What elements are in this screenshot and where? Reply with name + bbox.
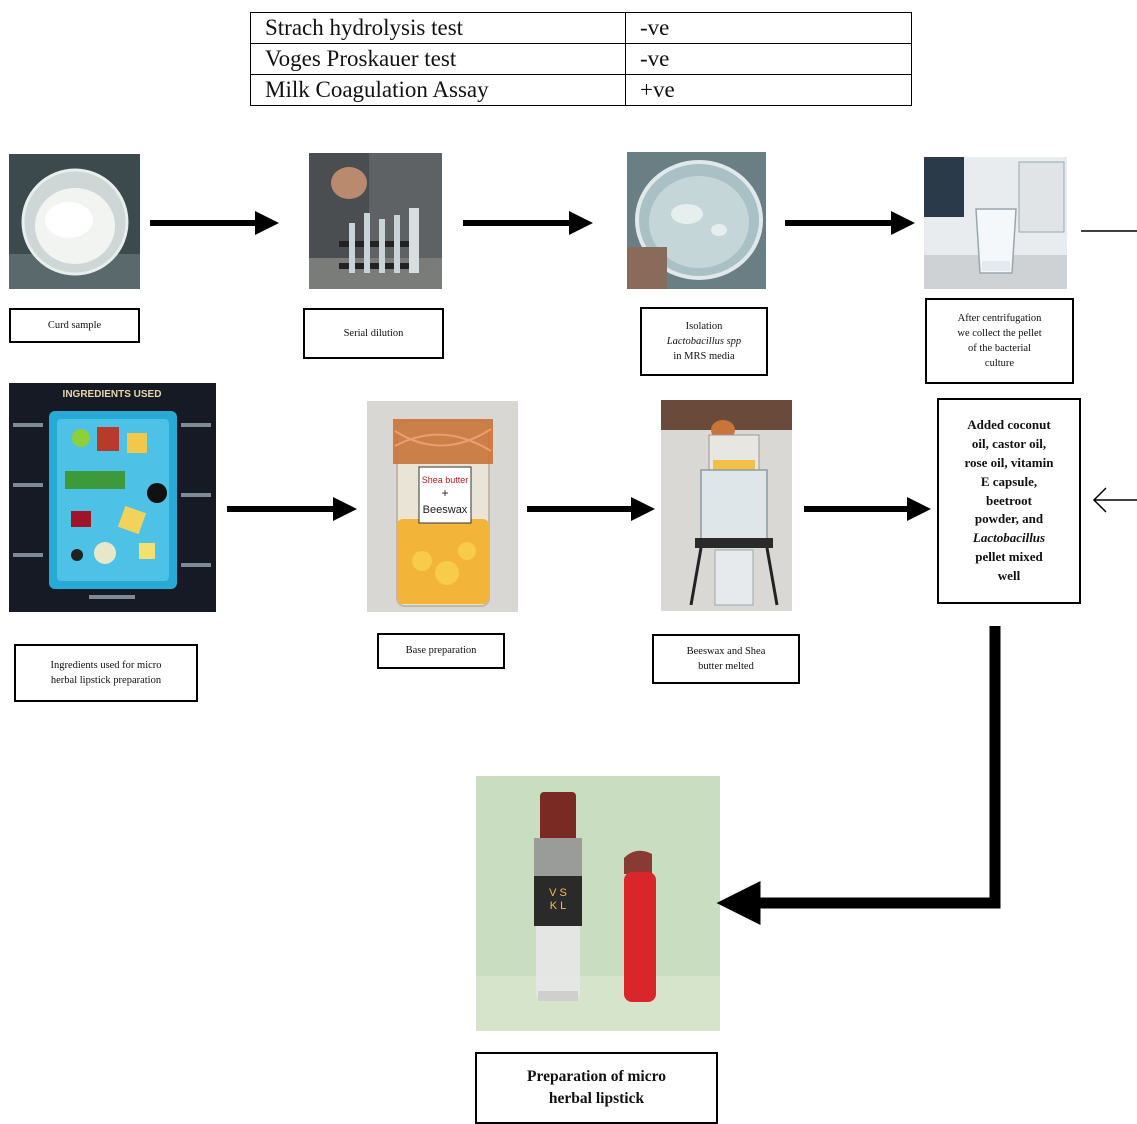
curd-sample-photo [9, 154, 140, 289]
jar-label-top: Shea butter [422, 475, 469, 485]
curd-sample-text: Curd sample [47, 319, 102, 331]
table-row: Milk Coagulation Assay +ve [250, 74, 912, 106]
test-name: Strach hydrolysis test [250, 12, 626, 44]
final-lipstick-text: Preparation of micro herbal lipstick [527, 1067, 666, 1107]
serial-dilution-photo [309, 153, 442, 289]
isolation-plate-photo [627, 152, 766, 289]
svg-text:+: + [441, 486, 448, 500]
added-oils-text: Added coconut oil, castor oil, rose oil,… [964, 417, 1054, 527]
ingredients-label: Ingredients used for micro herbal lipsti… [14, 644, 198, 702]
centrifugation-photo [924, 157, 1067, 289]
added-oils-organism: Lactobacillus [972, 530, 1046, 546]
arrow-mixing-to-final [716, 626, 1001, 925]
test-name: Voges Proskauer test [250, 43, 626, 75]
ingredients-text: Ingredients used for micro herbal lipsti… [50, 659, 162, 686]
test-result: -ve [625, 12, 912, 44]
isolation-line3: in MRS media [673, 351, 735, 363]
melting-photo [661, 400, 792, 611]
centrifugation-label: After centrifugation we collect the pell… [925, 298, 1074, 384]
centrifugation-text: After centrifugation we collect the pell… [957, 312, 1042, 370]
arrow-return-to-mixing [1092, 487, 1137, 513]
added-oils-tail: pellet mixed well [975, 549, 1043, 583]
isolation-line1: Isolation [685, 320, 723, 332]
isolation-label: Isolation Lactobacillus spp in MRS media [640, 307, 768, 376]
beeswax-melted-text: Beeswax and Shea butter melted [686, 645, 766, 672]
isolation-organism: Lactobacillus spp [666, 335, 742, 347]
base-preparation-photo: Shea butter + Beeswax [367, 401, 518, 612]
jar-label-bottom: Beeswax [423, 504, 468, 516]
test-name: Milk Coagulation Assay [250, 74, 626, 106]
serial-dilution-text: Serial dilution [343, 327, 404, 339]
test-result: +ve [625, 74, 912, 106]
added-oils-label: Added coconut oil, castor oil, rose oil,… [937, 398, 1081, 604]
base-preparation-text: Base preparation [405, 645, 477, 657]
table-row: Strach hydrolysis test -ve [250, 12, 912, 44]
poster-heading: INGREDIENTS USED [63, 389, 162, 400]
serial-dilution-label: Serial dilution [303, 308, 444, 359]
final-lipstick-label: Preparation of micro herbal lipstick [475, 1052, 718, 1124]
curd-sample-label: Curd sample [9, 308, 140, 343]
base-preparation-label: Base preparation [377, 633, 505, 669]
ingredients-photo: INGREDIENTS USED [9, 383, 216, 612]
beeswax-melted-label: Beeswax and Shea butter melted [652, 634, 800, 684]
results-table: Strach hydrolysis test -ve Voges Proskau… [250, 12, 912, 106]
